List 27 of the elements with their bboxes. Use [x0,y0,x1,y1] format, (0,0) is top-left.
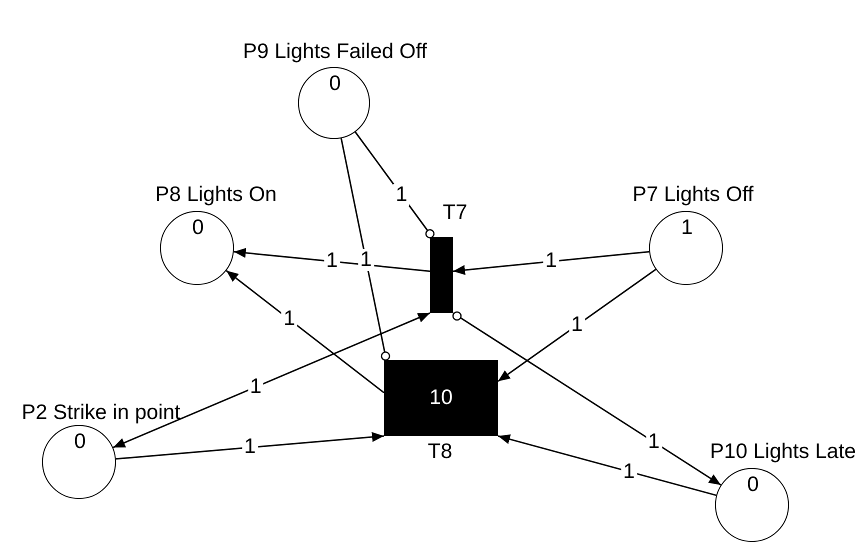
delay-value: 10 [429,386,453,410]
transition-bar [384,360,498,436]
token-count: 0 [747,473,759,497]
place-label: P8 Lights On [155,183,277,207]
arc-weight: 1 [358,249,374,272]
arc-arrow [498,434,716,496]
place-label: P2 Strike in point [22,401,180,425]
token-count: 1 [681,216,693,240]
transition-label: T8 [428,440,452,464]
inhibitor-arc [340,138,390,361]
token-count: 0 [74,430,86,454]
token-count: 0 [192,216,204,240]
arc-arrow [112,312,430,448]
arc-arrow [452,250,650,275]
arc-arrow [234,248,430,272]
arc-weight: 1 [394,184,410,206]
place-label: P7 Lights Off [632,183,754,207]
token-count: 0 [329,72,341,96]
arc-arrow [452,312,722,486]
arc-arrow [498,268,656,382]
transition-bar [430,237,453,313]
inhibitor-arc [354,132,435,238]
place-label: P10 Lights Late [710,440,856,464]
place-label: P9 Lights Failed Off [242,40,428,64]
arc-arrow [226,270,384,394]
transition-label: T7 [442,201,468,225]
arc-arrow [116,432,384,460]
